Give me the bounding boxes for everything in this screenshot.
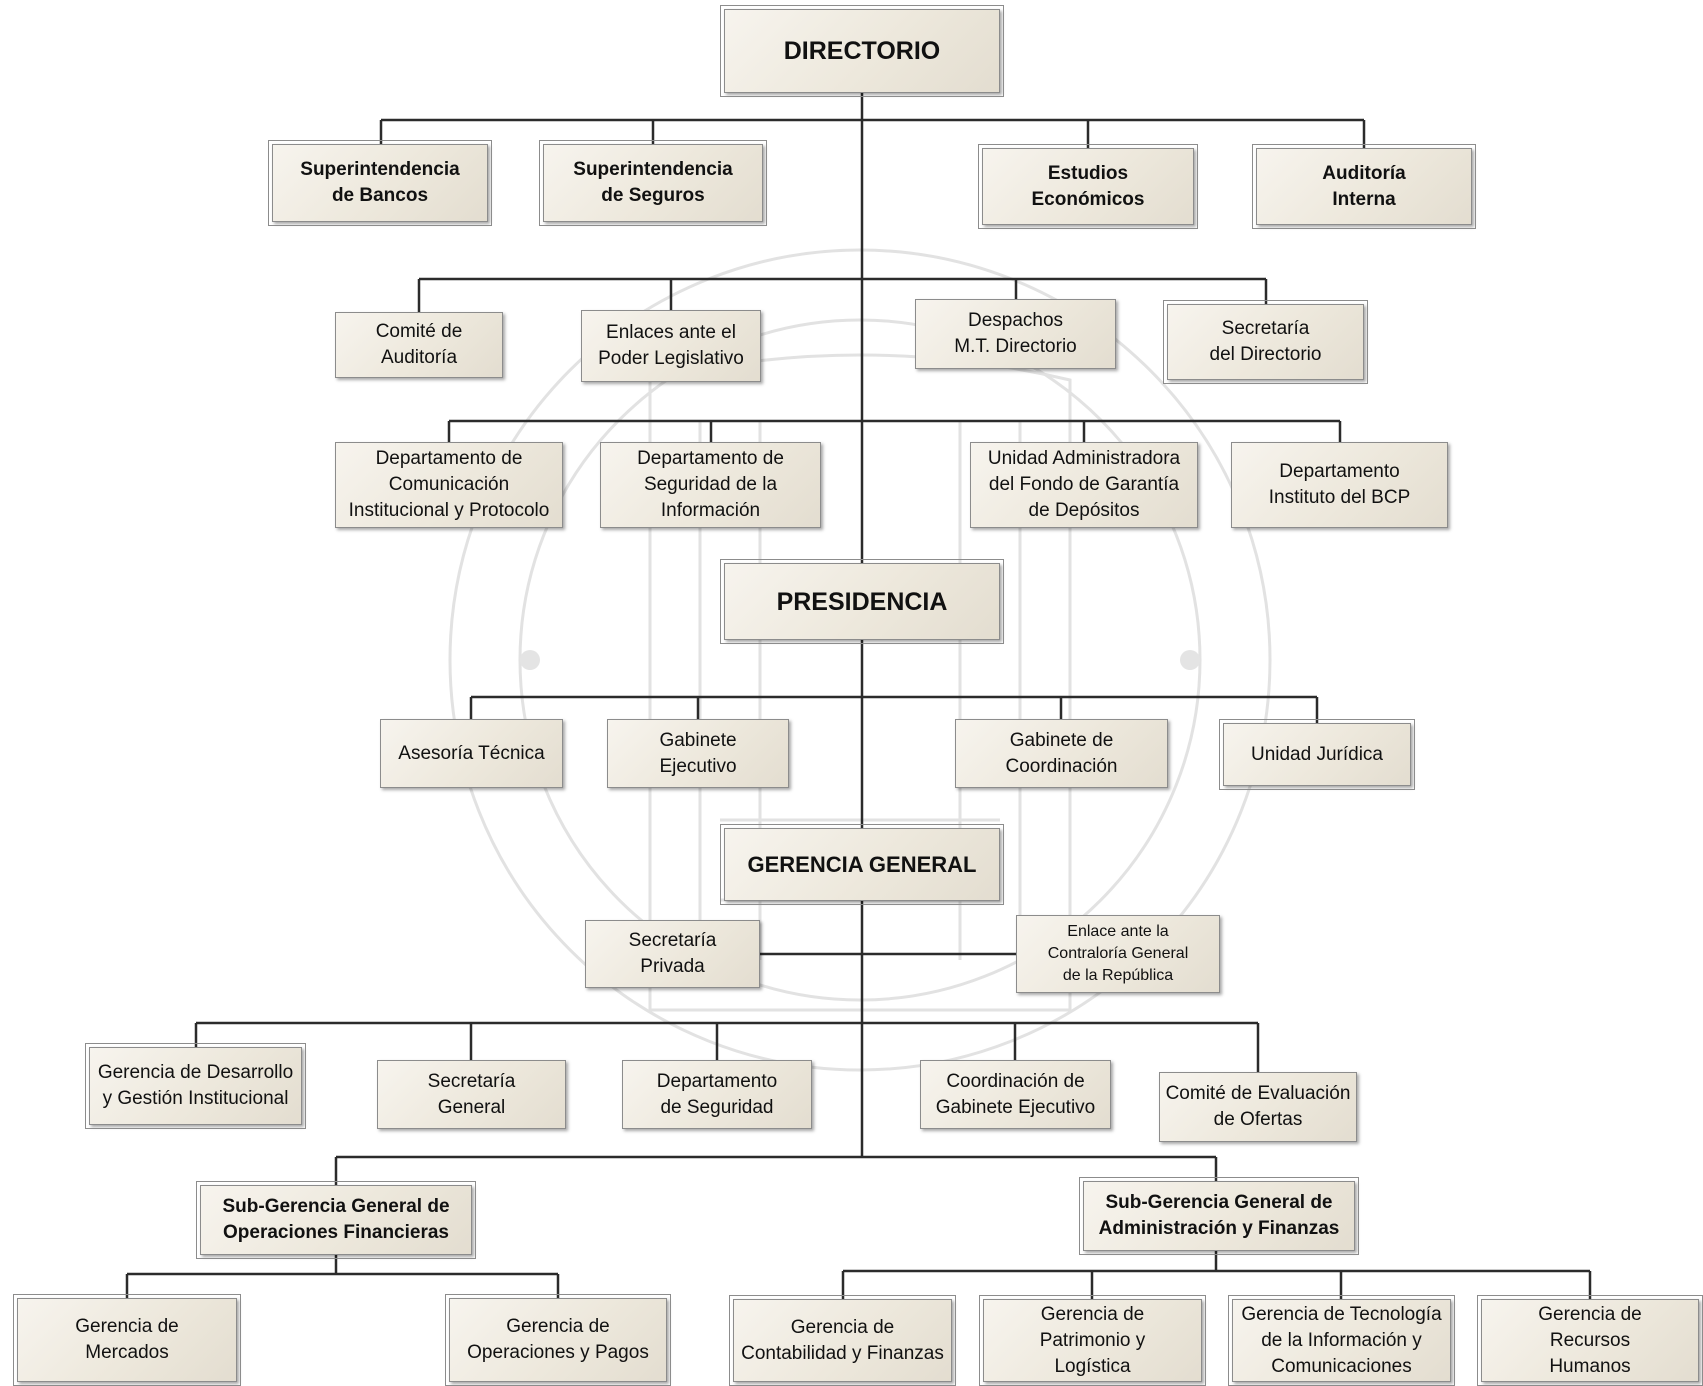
node-gabinete-ejecutivo[interactable]: Gabinete Ejecutivo — [607, 719, 789, 788]
node-enlace-contraloria[interactable]: Enlace ante la Contraloría General de la… — [1016, 915, 1220, 993]
node-estudios-economicos[interactable]: Estudios Económicos — [978, 144, 1198, 229]
node-auditoria-interna[interactable]: Auditoría Interna — [1252, 144, 1476, 229]
node-gerencia-patrimonio[interactable]: Gerencia de Patrimonio y Logística — [979, 1295, 1206, 1386]
node-gerencia-desarrollo[interactable]: Gerencia de Desarrollo y Gestión Institu… — [85, 1043, 306, 1129]
node-subgerencia-operaciones-financieras[interactable]: Sub-Gerencia General de Operaciones Fina… — [196, 1181, 476, 1259]
node-superintendencia-bancos[interactable]: Superintendencia de Bancos — [268, 140, 492, 226]
node-asesoria-tecnica[interactable]: Asesoría Técnica — [380, 719, 563, 788]
node-gerencia-general[interactable]: GERENCIA GENERAL — [720, 824, 1004, 905]
node-gerencia-mercados[interactable]: Gerencia de Mercados — [13, 1294, 241, 1386]
node-coordinacion-gabinete[interactable]: Coordinación de Gabinete Ejecutivo — [920, 1060, 1111, 1129]
node-comite-auditoria[interactable]: Comité de Auditoría — [335, 312, 503, 378]
node-gerencia-tecnologia[interactable]: Gerencia de Tecnología de la Información… — [1228, 1295, 1455, 1386]
node-superintendencia-seguros[interactable]: Superintendencia de Seguros — [539, 140, 767, 226]
node-depto-comunicacion[interactable]: Departamento de Comunicación Institucion… — [335, 442, 563, 528]
node-despachos[interactable]: Despachos M.T. Directorio — [915, 299, 1116, 369]
node-unidad-fondo-garantia[interactable]: Unidad Administradora del Fondo de Garan… — [970, 442, 1198, 528]
node-secretaria-privada[interactable]: Secretaría Privada — [585, 920, 760, 988]
node-directorio[interactable]: DIRECTORIO — [720, 5, 1004, 97]
node-depto-seguridad[interactable]: Departamento de Seguridad — [622, 1060, 812, 1129]
node-gerencia-recursos-humanos[interactable]: Gerencia de Recursos Humanos — [1477, 1295, 1703, 1386]
node-gerencia-operaciones-pagos[interactable]: Gerencia de Operaciones y Pagos — [445, 1294, 671, 1386]
node-presidencia[interactable]: PRESIDENCIA — [720, 559, 1004, 644]
node-secretaria-directorio[interactable]: Secretaría del Directorio — [1163, 300, 1368, 384]
node-gabinete-coordinacion[interactable]: Gabinete de Coordinación — [955, 719, 1168, 788]
node-enlaces-legislativo[interactable]: Enlaces ante el Poder Legislativo — [581, 310, 761, 382]
node-secretaria-general[interactable]: Secretaría General — [377, 1060, 566, 1129]
node-subgerencia-administracion-finanzas[interactable]: Sub-Gerencia General de Administración y… — [1079, 1177, 1359, 1255]
node-comite-evaluacion-ofertas[interactable]: Comité de Evaluación de Ofertas — [1159, 1072, 1357, 1142]
node-unidad-juridica[interactable]: Unidad Jurídica — [1219, 719, 1415, 790]
node-gerencia-contabilidad[interactable]: Gerencia de Contabilidad y Finanzas — [729, 1295, 956, 1386]
node-depto-instituto[interactable]: Departamento Instituto del BCP — [1231, 442, 1448, 528]
node-depto-seguridad-informacion[interactable]: Departamento de Seguridad de la Informac… — [600, 442, 821, 528]
